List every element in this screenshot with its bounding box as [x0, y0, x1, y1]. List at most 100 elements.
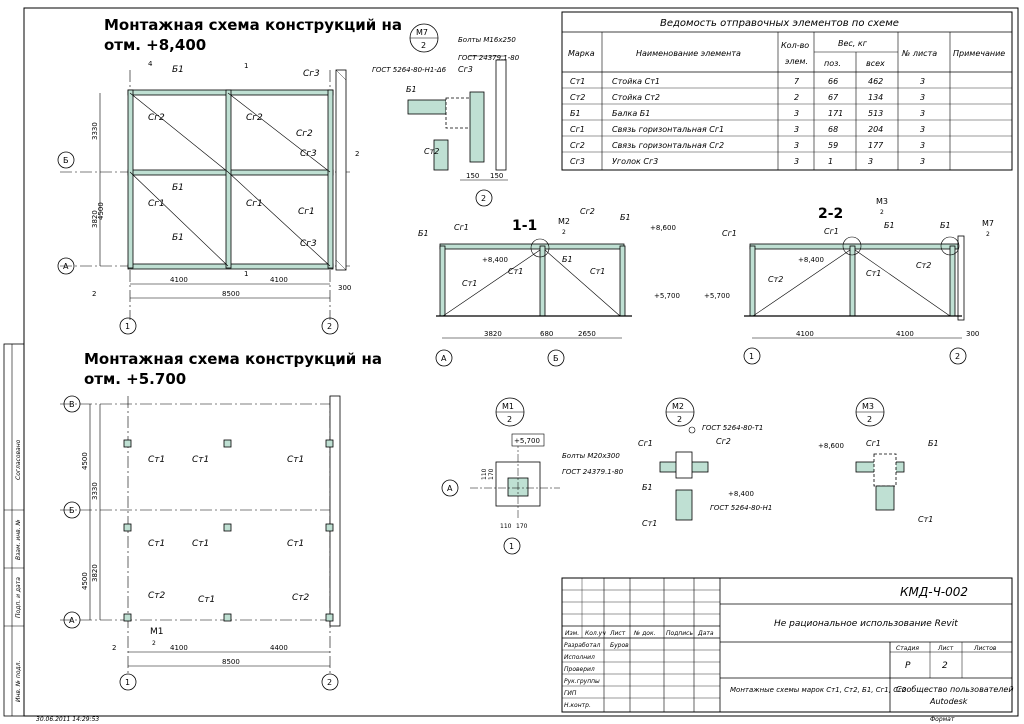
- plan-top-label: Сг2: [148, 113, 165, 123]
- tb-person: Исполнил: [564, 654, 595, 661]
- section-2-label: Ст1: [866, 269, 881, 278]
- plan-bottom-label: Ст1: [148, 539, 165, 549]
- axis-bubble-row: В: [69, 400, 75, 409]
- node-m7-bolts: Болты М16х250: [458, 36, 516, 44]
- node-m1: М1 2 +5,700 Болты М20х300 ГОСТ 24379.1-8…: [441, 397, 624, 555]
- node-sheet: 2: [677, 415, 682, 424]
- axis-bubble-row: А: [69, 616, 75, 625]
- table-cell-sheet: 3: [920, 141, 925, 150]
- table-cell-name: Балка Б1: [612, 109, 650, 118]
- stamp-sign-date: Подп. и дата: [15, 577, 22, 618]
- section-1-dim: 3820: [484, 330, 502, 338]
- table-header: всех: [866, 59, 885, 68]
- table-cell-qty: 3: [794, 125, 799, 134]
- node-m1-bolts: Болты М20х300: [562, 452, 620, 460]
- timestamp: 30.06.2011 14:29:53: [36, 716, 99, 723]
- table-header: элем.: [785, 57, 808, 66]
- table-cell-qty: 3: [794, 157, 799, 166]
- table-cell-w_all: 177: [868, 141, 884, 150]
- level-mark: +8,400: [798, 256, 824, 264]
- node-m3-label: Сг1: [866, 439, 881, 448]
- level-mark: +8,400: [482, 256, 508, 264]
- table-cell-name: Стойка Ст2: [612, 93, 660, 102]
- section-mark: 4: [148, 60, 153, 68]
- table-header: поз.: [824, 59, 841, 68]
- plan-top-label: Б1: [172, 183, 184, 193]
- plan-top: Монтажная схема конструкций на отм. +8,4…: [57, 16, 402, 335]
- tb-developer: Буров: [610, 642, 629, 649]
- table-title: Ведомость отправочных элементов по схеме: [660, 18, 899, 29]
- plan-top-label: Сг2: [246, 113, 263, 123]
- table-cell-qty: 3: [794, 109, 799, 118]
- table-cell-sheet: 3: [920, 157, 925, 166]
- section-1-label: Б1: [620, 213, 631, 222]
- section-1-label: Б1: [562, 255, 573, 264]
- axis-bubble: А: [441, 354, 447, 363]
- plan-bottom-label: Ст2: [148, 591, 166, 601]
- section-mark: 1: [244, 62, 248, 70]
- tb-code: КМД-Ч-002: [900, 585, 968, 599]
- section-title: 1-1: [512, 218, 537, 234]
- level-mark: +5,700: [704, 292, 730, 300]
- axis-bubble-row: А: [63, 262, 69, 271]
- section-2-label: Ст2: [916, 261, 931, 270]
- table-cell-w_one: 59: [828, 141, 838, 150]
- node-m7-label: Сг3: [458, 65, 473, 74]
- tb-role: Кол.уч: [585, 630, 606, 637]
- tb-project: Не рациональное использование Revit: [774, 619, 958, 629]
- axis-bubble-row: Б: [63, 156, 69, 165]
- node-m2: М2 2 ГОСТ 5264-80-Т1 ГОСТ 5264-80-Н1 +8,…: [638, 397, 772, 528]
- plan-bottom-dim: 8500: [222, 658, 240, 666]
- table-cell-mark: Сг1: [570, 125, 585, 134]
- tb-person: ГИП: [564, 690, 577, 697]
- plan-bottom-label: Ст2: [292, 593, 310, 603]
- level-mark: +8,600: [650, 224, 676, 232]
- section-2-label: Б1: [940, 221, 951, 230]
- table-cell-w_all: 204: [868, 125, 883, 134]
- plan-top-label: Сг3: [303, 69, 320, 79]
- axis-bubble: 2: [481, 194, 486, 203]
- plan-top-label: Сг3: [300, 149, 317, 159]
- table-cell-name: Уголок Сг3: [612, 157, 658, 166]
- node-m2-label: Сг1: [638, 439, 653, 448]
- node-ref: М3: [876, 197, 888, 206]
- section-2-label: Сг1: [722, 229, 737, 238]
- node-m2-gost: ГОСТ 5264-80-Т1: [702, 424, 763, 432]
- table-cell-qty: 2: [794, 93, 799, 102]
- plan-bottom-node-sheet: 2: [152, 640, 156, 647]
- tb-person: Проверил: [564, 666, 595, 673]
- node-mark: М2: [672, 402, 684, 411]
- table-cell-sheet: 3: [920, 77, 925, 86]
- plan-top-dim: 4100: [270, 276, 288, 284]
- tb-role: Лист: [609, 630, 626, 637]
- level-mark: +5,700: [654, 292, 680, 300]
- section-title: 2-2: [818, 206, 843, 222]
- section-mark: 2: [355, 150, 359, 158]
- node-m3-label: Б1: [928, 439, 939, 448]
- node-m7-gost: ГОСТ 5264-80-Н1-Δ6: [372, 66, 447, 74]
- node-m1-gost: ГОСТ 24379.1-80: [562, 468, 624, 476]
- axis-bubble: 1: [509, 542, 514, 551]
- plan-top-dim: 8500: [222, 290, 240, 298]
- table-cell-w_all: 462: [868, 77, 883, 86]
- tb-role: Подпись: [666, 630, 693, 637]
- plan-top-label: Сг3: [300, 239, 317, 249]
- plan-top-label: Сг1: [246, 199, 263, 209]
- section-2-label: Сг1: [824, 227, 839, 236]
- section-1-label: Сг1: [454, 223, 469, 232]
- axis-bubble-row: Б: [69, 506, 75, 515]
- elements-table: Ведомость отправочных элементов по схеме…: [561, 11, 1013, 171]
- tb-org: Сообщество пользователей: [896, 685, 1014, 694]
- plan-bottom-dim: 4100: [170, 644, 188, 652]
- section-1-label: Б1: [418, 229, 429, 238]
- section-1-dim: 2650: [578, 330, 596, 338]
- axis-bubble: 1: [749, 352, 754, 361]
- tb-role: Изм.: [565, 630, 579, 637]
- stamp-inv: Инв. № подл.: [15, 661, 22, 702]
- section-mark: 2: [92, 290, 96, 298]
- table-cell-sheet: 3: [920, 125, 925, 134]
- section-1-label: Ст1: [508, 267, 523, 276]
- table-header: Вес, кг: [838, 39, 868, 48]
- node-m2-label: Сг2: [716, 437, 731, 446]
